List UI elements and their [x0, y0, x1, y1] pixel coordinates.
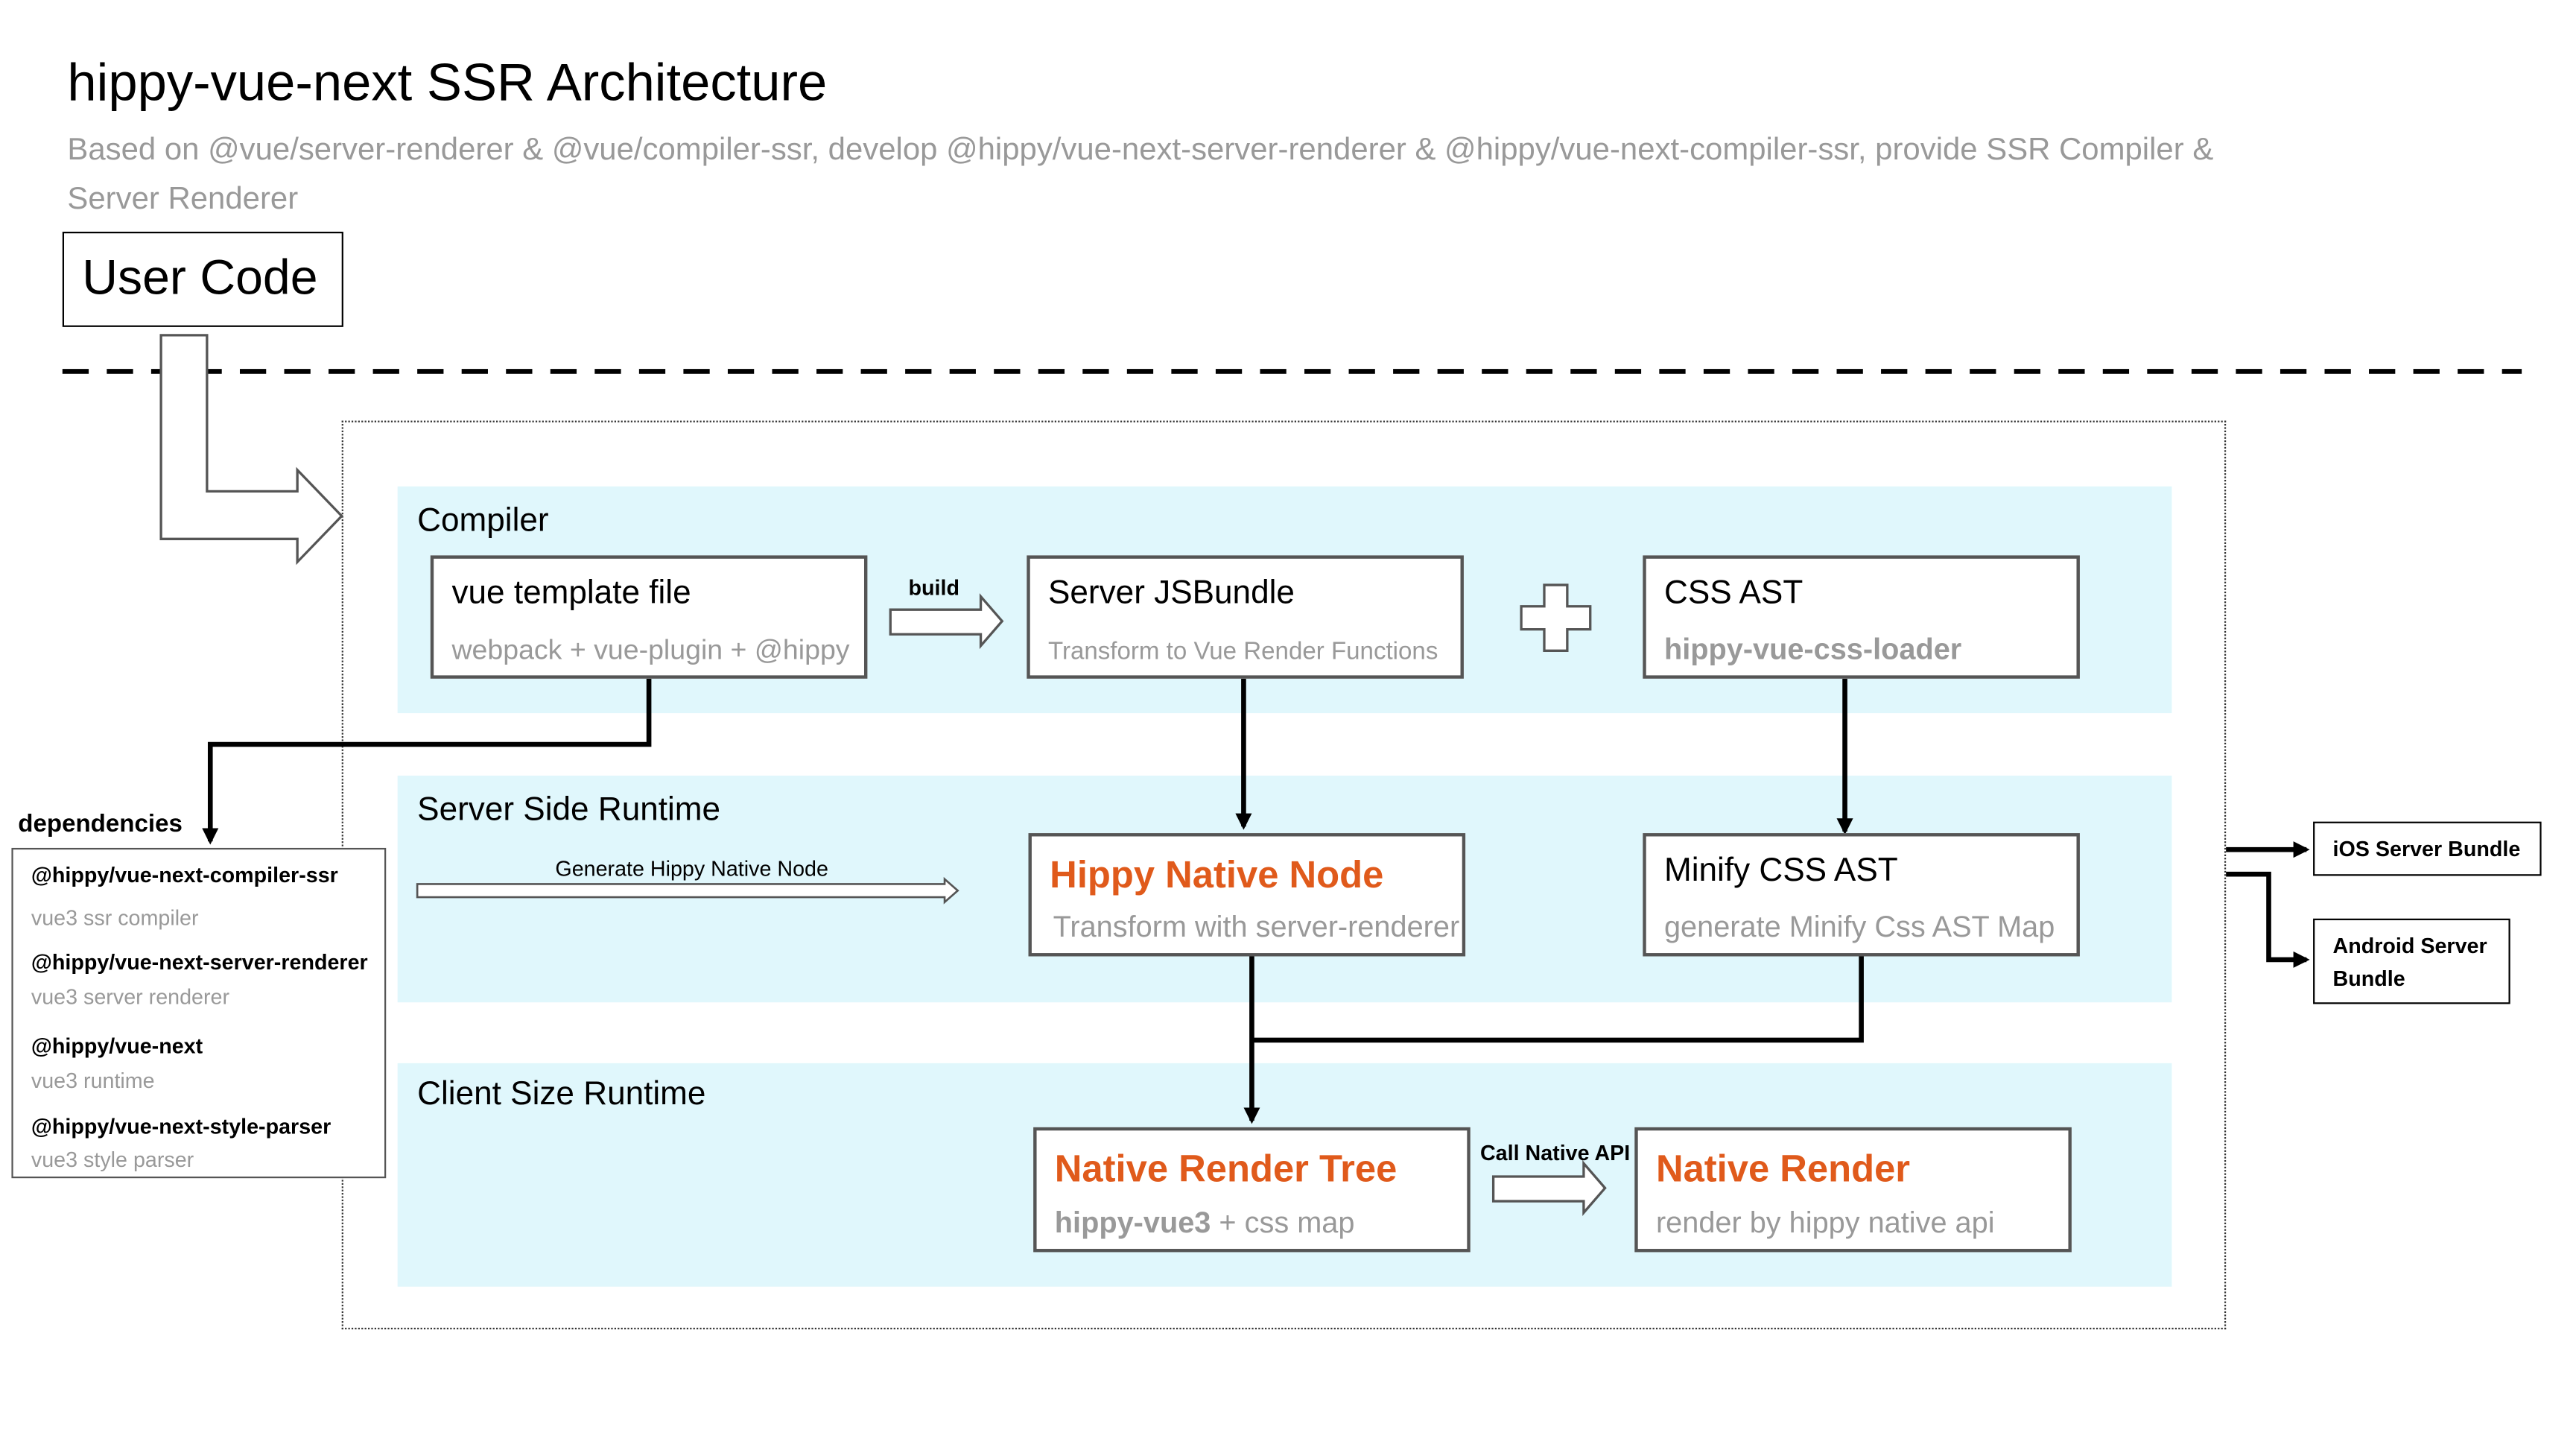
server-jsbundle-sub: Transform to Vue Render Functions: [1047, 637, 1438, 666]
ios-server-bundle-label: iOS Server Bundle: [2332, 836, 2521, 861]
generate-label: Generate Hippy Native Node: [555, 855, 828, 881]
ios-server-bundle-box: iOS Server Bundle: [2313, 821, 2542, 876]
hippy-native-node-title: Hippy Native Node: [1050, 852, 1384, 896]
native-render-tree-sub: hippy-vue3 + css map: [1055, 1206, 1355, 1241]
native-render-sub: render by hippy native api: [1655, 1206, 1995, 1239]
plus-icon: [1520, 583, 1592, 652]
user-code-label: User Code: [82, 251, 318, 306]
native-render-box: Native Render render by hippy native api: [1634, 1127, 2072, 1253]
native-render-tree-sub-bold: hippy-vue3: [1054, 1206, 1211, 1239]
vue-template-file-sub: webpack + vue-plugin + @hippy: [451, 634, 850, 666]
vue-template-file-title: vue template file: [451, 574, 691, 612]
user-code-box: User Code: [62, 231, 343, 327]
vue-template-file-box: vue template file webpack + vue-plugin +…: [430, 555, 868, 679]
user-code-arrow: [159, 334, 344, 566]
build-arrow: [889, 593, 1004, 650]
minify-css-ast-box: Minify CSS AST generate Minify Css AST M…: [1643, 833, 2080, 957]
page-title: hippy-vue-next SSR Architecture: [67, 52, 828, 112]
dependency-desc: vue3 style parser: [31, 1147, 194, 1172]
subtitle-line-2: Server Renderer: [67, 182, 299, 218]
template-to-dependencies-arrow: [202, 678, 652, 845]
dependency-desc: vue3 runtime: [31, 1068, 155, 1093]
minify-css-ast-sub: generate Minify Css AST Map: [1663, 910, 2055, 943]
call-native-api-arrow: [1491, 1159, 1607, 1216]
native-render-tree-title: Native Render Tree: [1054, 1147, 1398, 1190]
client-runtime-label: Client Size Runtime: [417, 1076, 706, 1112]
native-render-tree-box: Native Render Tree hippy-vue3 + css map: [1033, 1127, 1471, 1253]
android-server-bundle-label-1: Android Server: [2332, 933, 2487, 958]
android-server-bundle-label-2: Bundle: [2332, 966, 2405, 991]
server-runtime-label: Server Side Runtime: [417, 791, 721, 829]
android-server-bundle-box: Android Server Bundle: [2313, 918, 2510, 1004]
server-jsbundle-box: Server JSBundle Transform to Vue Render …: [1027, 555, 1464, 679]
dependency-name: @hippy/vue-next: [31, 1033, 203, 1059]
android-output-arrow: [2226, 871, 2310, 968]
dependency-name: @hippy/vue-next-server-renderer: [31, 949, 368, 975]
hippy-native-node-box: Hippy Native Node Transform with server-…: [1028, 833, 1466, 957]
minify-css-ast-title: Minify CSS AST: [1663, 852, 1898, 890]
native-render-title: Native Render: [1655, 1147, 1911, 1190]
build-label: build: [908, 574, 959, 600]
dependencies-box: @hippy/vue-next-compiler-ssr vue3 ssr co…: [11, 847, 387, 1179]
subtitle-line-1: Based on @vue/server-renderer & @vue/com…: [67, 133, 2214, 168]
css-ast-title: CSS AST: [1663, 574, 1803, 612]
compiler-label: Compiler: [417, 502, 549, 539]
dependencies-label: dependencies: [18, 810, 183, 838]
minify-to-render-tree-line: [1251, 956, 1864, 1043]
generate-arrow: [416, 876, 959, 905]
native-render-tree-sub-rest: + css map: [1219, 1206, 1355, 1239]
server-jsbundle-title: Server JSBundle: [1047, 574, 1295, 612]
dependency-desc: vue3 ssr compiler: [31, 905, 199, 931]
dependency-desc: vue3 server renderer: [31, 984, 230, 1010]
css-ast-sub: hippy-vue-css-loader: [1663, 633, 1962, 666]
css-ast-box: CSS AST hippy-vue-css-loader: [1643, 555, 2080, 679]
call-native-api-label: Call Native API: [1479, 1140, 1631, 1165]
dependency-name: @hippy/vue-next-style-parser: [31, 1114, 331, 1139]
hippy-native-node-sub: Transform with server-renderer: [1053, 910, 1460, 943]
dependency-name: @hippy/vue-next-compiler-ssr: [31, 862, 338, 887]
